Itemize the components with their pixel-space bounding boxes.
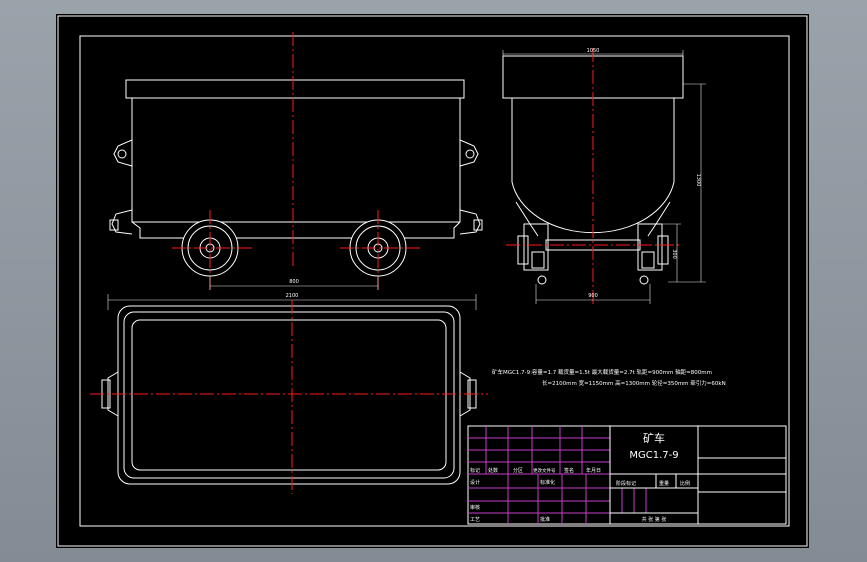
track-gauge-dimension: 900 [588, 293, 598, 299]
cad-drawing: 800 1050 1300 300 900 [57, 15, 808, 547]
label-count: 处数 [488, 467, 498, 474]
height-dimension: 1300 [695, 174, 701, 187]
end-view: 1050 1300 300 900 [502, 48, 706, 304]
label-design: 设计 [470, 479, 480, 486]
inner-frame [79, 35, 790, 527]
label-stage-mark: 阶段标记 [616, 480, 636, 487]
length-dimension: 2100 [286, 293, 299, 299]
side-elevation-view: 800 [109, 32, 483, 290]
label-process: 工艺 [470, 517, 480, 523]
spec-line-1: 矿车MGC1.7-9:容量=1.7 载货量=1.5t 最大载货量=2.7t 轨距… [492, 368, 712, 376]
drawing-sheet: 800 1050 1300 300 900 [56, 14, 809, 548]
drawing-model: MGC1.7-9 [629, 450, 678, 461]
wheelbase-dimension: 800 [289, 279, 299, 285]
top-width-dimension: 1050 [587, 48, 600, 54]
label-scale: 比例 [680, 480, 690, 487]
label-change-doc: 更改文件号 [533, 467, 556, 474]
title-block: 矿车 MGC1.7-9 标记 处数 分区 更改文件号 签名 年月日 设计 标准化… [467, 425, 787, 525]
drawing-title: 矿车 [643, 431, 665, 445]
label-zone: 分区 [513, 467, 523, 474]
label-sheets: 共 张 第 张 [642, 516, 667, 523]
label-review: 审核 [470, 504, 480, 511]
label-standardize: 标准化 [540, 479, 555, 486]
wheel-height-dimension: 300 [671, 249, 677, 259]
outer-frame [57, 15, 808, 547]
label-sign: 签名 [564, 467, 574, 474]
spec-line-2: 长=2100mm 宽=1150mm 高=1300mm 轮径=350mm 牵引力=… [542, 379, 726, 387]
label-weight: 重量 [659, 480, 669, 487]
label-mark: 标记 [470, 467, 480, 474]
plan-view: 2100 [90, 293, 488, 494]
label-date: 年月日 [586, 467, 601, 474]
label-approve: 批准 [540, 516, 550, 523]
